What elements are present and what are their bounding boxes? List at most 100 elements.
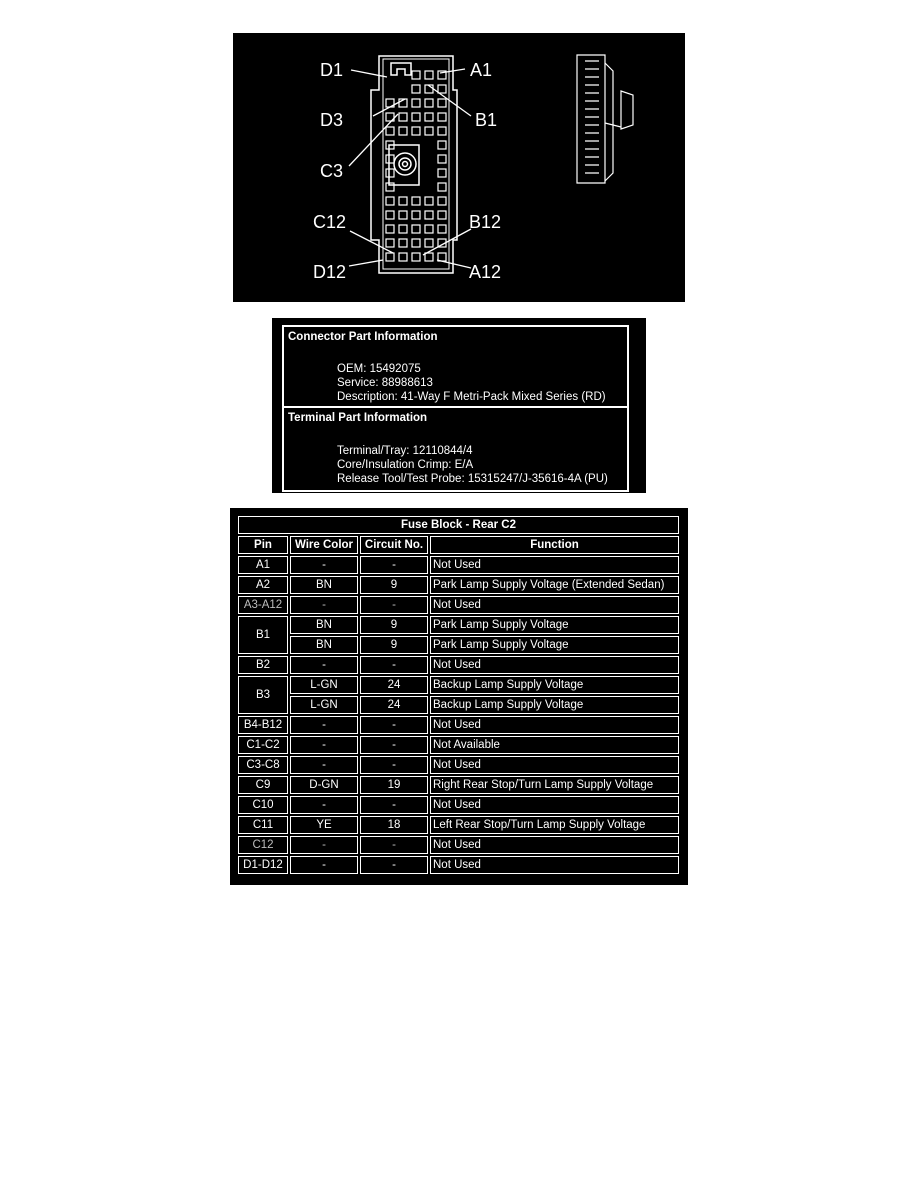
header-pin: Pin (238, 536, 288, 554)
cell-pin: B2 (238, 656, 288, 674)
connector-side-view (576, 54, 606, 184)
part-information-box: Connector Part Information OEM: 15492075… (272, 318, 646, 493)
cell-circuit: 19 (360, 776, 428, 794)
terminal-tray: Terminal/Tray: 12110844/4 (337, 445, 473, 457)
pin-cavity (424, 224, 434, 234)
cell-circuit: - (360, 596, 428, 614)
cell-circuit: - (360, 556, 428, 574)
table-row: C11 YE 18 Left Rear Stop/Turn Lamp Suppl… (238, 816, 679, 834)
cell-function: Right Rear Stop/Turn Lamp Supply Voltage (430, 776, 679, 794)
cell-function: Park Lamp Supply Voltage (430, 636, 679, 654)
info-divider (284, 406, 627, 408)
connector-oem: OEM: 15492075 (337, 363, 421, 375)
pin-cavity (437, 84, 447, 94)
pin-cavity (424, 238, 434, 248)
pin-cavity (385, 126, 395, 136)
header-circuit-no: Circuit No. (360, 536, 428, 554)
pin-cavity (437, 70, 447, 80)
table-row: C10 - - Not Used (238, 796, 679, 814)
table-row: B3 L-GN 24 Backup Lamp Supply Voltage (238, 676, 679, 714)
pin-label-a12: A12 (469, 262, 502, 282)
terminal-crimp: Core/Insulation Crimp: E/A (337, 459, 474, 471)
pin-cavity (398, 98, 408, 108)
cell-wire-color: BN (290, 616, 358, 634)
cell-pin: C3-C8 (238, 756, 288, 774)
cell-wire-color: - (290, 836, 358, 854)
cell-function: Not Used (430, 756, 679, 774)
pin-label-c12: C12 (313, 212, 347, 232)
release-tool: Release Tool/Test Probe: 15315247/J-3561… (337, 473, 608, 485)
pin-cavity (437, 154, 447, 164)
cell-wire-color: - (290, 736, 358, 754)
cell-pin: B3 (238, 676, 288, 714)
pin-cavity (411, 238, 421, 248)
connector-housing (370, 55, 458, 274)
cell-circuit: 24 (360, 696, 428, 714)
cell-pin: C1-C2 (238, 736, 288, 754)
pin-label-d1: D1 (320, 60, 344, 80)
pin-cavity (398, 126, 408, 136)
pin-cavity (411, 98, 421, 108)
header-function: Function (430, 536, 679, 554)
cell-pin: B4-B12 (238, 716, 288, 734)
pin-cavity (385, 224, 395, 234)
connector-face-drawing (348, 54, 634, 274)
pin-cavity (424, 126, 434, 136)
cell-function: Not Used (430, 796, 679, 814)
cell-pin: C12 (238, 836, 288, 854)
table-row: C1-C2 - - Not Available (238, 736, 679, 754)
cell-pin: C9 (238, 776, 288, 794)
part-information-frame: Connector Part Information OEM: 15492075… (282, 325, 629, 492)
pin-cavity (437, 196, 447, 206)
cell-function: Not Available (430, 736, 679, 754)
table-row: B2 - - Not Used (238, 656, 679, 674)
pin-cavity (385, 140, 395, 150)
connector-housing-inner (382, 58, 450, 270)
pin-cavity (398, 112, 408, 122)
cell-wire-color: D-GN (290, 776, 358, 794)
cell-wire-color: - (290, 556, 358, 574)
cell-function: Backup Lamp Supply Voltage (430, 696, 679, 714)
pin-cavity (424, 252, 434, 262)
pin-cavity (385, 238, 395, 248)
pin-cavity (437, 224, 447, 234)
cell-wire-color: - (290, 656, 358, 674)
pin-cavity (424, 210, 434, 220)
connector-description: Description: 41-Way F Metri-Pack Mixed S… (337, 391, 606, 403)
cell-function: Park Lamp Supply Voltage (Extended Sedan… (430, 576, 679, 594)
pin-cavity (411, 224, 421, 234)
cell-pin: D1-D12 (238, 856, 288, 874)
pin-label-b1: B1 (475, 110, 498, 130)
cell-function: Not Used (430, 656, 679, 674)
connector-latch (390, 62, 412, 76)
cell-pin: C10 (238, 796, 288, 814)
table-row: A3-A12 - - Not Used (238, 596, 679, 614)
table-row: B4-B12 - - Not Used (238, 716, 679, 734)
pin-cavity (411, 70, 421, 80)
cell-wire-color: - (290, 716, 358, 734)
pin-cavity (437, 210, 447, 220)
pin-label-b12: B12 (469, 212, 502, 232)
cell-pin: A1 (238, 556, 288, 574)
cell-wire-color: YE (290, 816, 358, 834)
terminal-info-heading: Terminal Part Information (288, 412, 428, 424)
pin-cavity (411, 112, 421, 122)
cell-circuit: 9 (360, 616, 428, 634)
cell-circuit: - (360, 856, 428, 874)
cell-circuit: - (360, 656, 428, 674)
pin-cavity (385, 182, 395, 192)
cell-pin: C11 (238, 816, 288, 834)
pin-cavity (437, 112, 447, 122)
pin-cavity (398, 238, 408, 248)
pinout-table: Fuse Block - Rear C2 Pin Wire Color Circ… (236, 514, 681, 876)
table-title: Fuse Block - Rear C2 (238, 516, 679, 534)
cell-circuit: - (360, 836, 428, 854)
cell-circuit: - (360, 736, 428, 754)
pin-cavity (437, 140, 447, 150)
connector-diagram: D1 A1 D3 B1 C3 C12 B12 D12 A12 (233, 33, 685, 302)
pin-cavity (411, 252, 421, 262)
pin-cavity (398, 210, 408, 220)
pin-cavity (385, 196, 395, 206)
cell-function: Not Used (430, 716, 679, 734)
pin-cavity (411, 84, 421, 94)
